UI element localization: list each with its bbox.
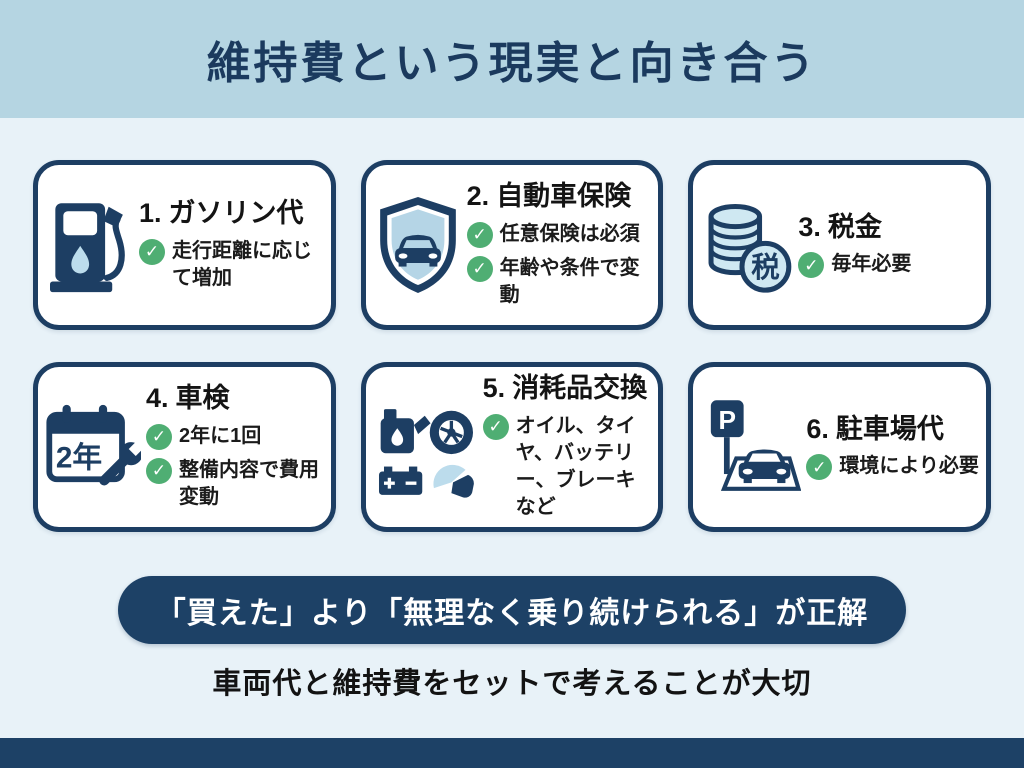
check-icon: ✓	[139, 238, 165, 265]
check-icon: ✓	[482, 413, 509, 440]
check-icon: ✓	[806, 454, 833, 481]
card-gasoline: 1.ガソリン代 ✓ 走行距離に応じて増加	[33, 160, 336, 330]
card-inspection: 2年 4.車検 ✓ 2年に1回 ✓ 整備内容で費用変動	[33, 362, 336, 532]
card-title: 5.消耗品交換	[482, 373, 648, 404]
card-consumables: 5.消耗品交換 ✓ オイル、タイヤ、バッテリー、ブレーキなど	[360, 362, 664, 532]
check-item: ✓ 任意保険は必須	[466, 221, 653, 248]
tax-coins-icon: 税	[701, 193, 793, 297]
cost-card-grid: 1.ガソリン代 ✓ 走行距離に応じて増加 2.自動車保険	[33, 160, 991, 532]
page-title: 維持費という現実と向き合う	[206, 39, 818, 88]
check-icon: ✓	[466, 255, 493, 282]
card-tax: 税 3.税金 ✓ 毎年必要	[688, 160, 991, 330]
check-icon: ✓	[146, 423, 172, 450]
check-item: ✓ オイル、タイヤ、バッテリー、ブレーキなど	[482, 413, 653, 521]
tax-badge-label: 税	[752, 251, 780, 284]
card-title: 2.自動車保険	[466, 181, 632, 212]
check-item: ✓ 毎年必要	[798, 251, 980, 279]
footer-bar	[0, 738, 1024, 768]
consumable-parts-icon	[374, 395, 478, 499]
calendar-wrench-icon: 2年	[46, 397, 141, 497]
footer-note: 車両代と維持費をセットで考えることが大切	[212, 668, 812, 700]
check-item: ✓ 環境により必要	[806, 453, 980, 481]
card-insurance: 2.自動車保険 ✓ 任意保険は必須 ✓ 年齢や条件で変動	[360, 160, 664, 330]
check-item: ✓ 整備内容で費用変動	[146, 457, 325, 511]
card-title: 3.税金	[798, 211, 882, 242]
check-icon: ✓	[146, 457, 172, 484]
card-title: 4.車検	[146, 383, 230, 414]
check-item: ✓ 2年に1回	[146, 423, 325, 450]
calendar-badge-label: 2年	[56, 442, 102, 475]
check-item: ✓ 年齢や条件で変動	[466, 255, 653, 309]
fuel-pump-icon	[46, 190, 134, 300]
shield-car-icon	[374, 190, 462, 300]
check-icon: ✓	[466, 221, 493, 248]
header-band: 維持費という現実と向き合う	[0, 0, 1024, 118]
conclusion-banner: 「買えた」より「無理なく乗り続けられる」が正解	[117, 576, 907, 644]
card-title: 6.駐車場代	[806, 413, 944, 444]
check-icon: ✓	[798, 252, 825, 279]
check-item: ✓ 走行距離に応じて増加	[139, 238, 325, 292]
card-title: 1.ガソリン代	[139, 198, 304, 229]
parking-badge-label: P	[719, 405, 737, 435]
parking-sign-icon: P	[701, 397, 802, 497]
card-parking: P 6.駐車場代 ✓ 環境により必要	[688, 362, 991, 532]
